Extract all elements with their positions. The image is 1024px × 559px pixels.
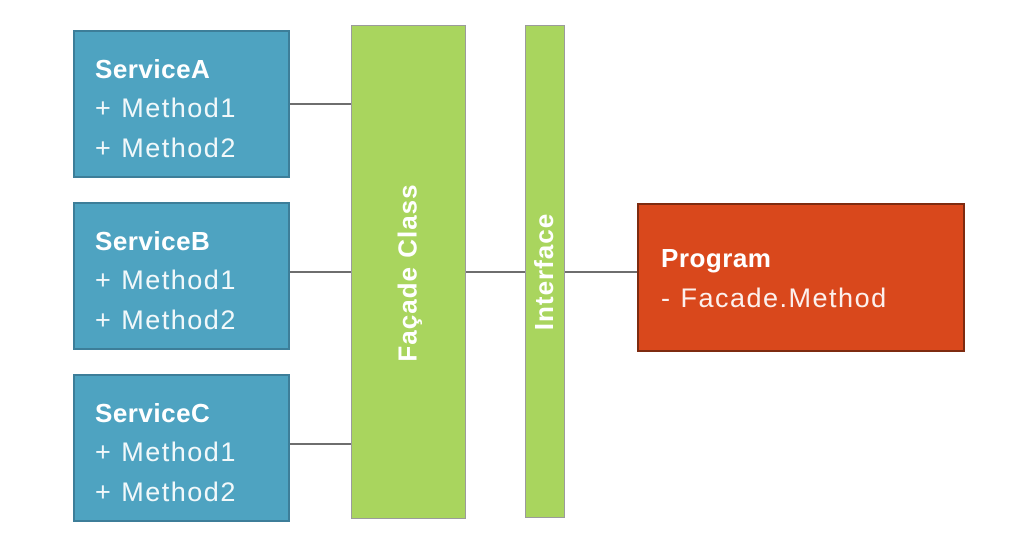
facade-class-bar: Façade Class — [351, 25, 466, 519]
service-a-method-2: + Method2 — [95, 133, 237, 163]
program-title: Program — [661, 243, 772, 273]
service-b-title: ServiceB — [95, 226, 211, 256]
program-box: Program - Facade.Method — [637, 203, 965, 352]
service-c-method-1: + Method1 — [95, 437, 237, 467]
service-b-method-1: + Method1 — [95, 265, 237, 295]
connector-servicec-facade — [289, 443, 353, 445]
connector-servicea-facade — [289, 103, 353, 105]
service-b-method-2: + Method2 — [95, 305, 237, 335]
service-a-title: ServiceA — [95, 54, 211, 84]
interface-bar: Interface — [525, 25, 565, 518]
program-method: - Facade.Method — [661, 283, 888, 313]
service-c-title: ServiceC — [95, 398, 211, 428]
service-a-method-1: + Method1 — [95, 93, 237, 123]
service-box-a: ServiceA + Method1 + Method2 — [73, 30, 290, 178]
connector-serviceb-facade — [289, 271, 353, 273]
facade-class-label: Façade Class — [393, 182, 423, 362]
service-box-b: ServiceB + Method1 + Method2 — [73, 202, 290, 350]
service-c-method-2: + Method2 — [95, 477, 237, 507]
service-box-c: ServiceC + Method1 + Method2 — [73, 374, 290, 522]
interface-label: Interface — [529, 212, 560, 331]
